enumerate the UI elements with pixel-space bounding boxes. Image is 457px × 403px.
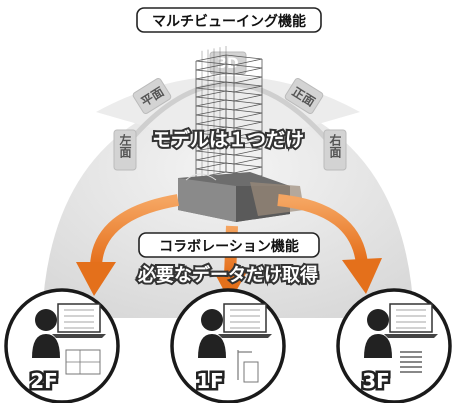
orbit-arc: [122, 81, 336, 150]
laptop-icon: [218, 303, 272, 338]
data-caption: 必要なデータだけ取得: [137, 264, 318, 286]
collab-pill: コラボレーション機能: [138, 232, 320, 258]
person-icon: [32, 309, 60, 358]
laptop-icon: [52, 303, 106, 338]
workstation-2f: 2F: [4, 288, 120, 403]
laptop-icon: [384, 303, 438, 338]
floor-label: 2F: [30, 369, 58, 393]
title-pill: マルチビューイング機能: [136, 7, 322, 33]
view-label-left: 左面: [113, 129, 137, 171]
floor-label: 3F: [362, 369, 390, 393]
arrow-to-3f: [277, 194, 382, 294]
person-icon: [364, 309, 392, 358]
floor-label: 1F: [196, 369, 224, 393]
view-label-right-text: 右面: [328, 133, 342, 159]
workstation-3f: 3F: [336, 288, 452, 403]
arrow-to-2f: [76, 194, 180, 296]
model-caption: モデルは１つだけ: [152, 128, 304, 151]
floor-drawing-icon: [65, 349, 101, 375]
collab-pill-text: コラボレーション機能: [159, 238, 299, 255]
title-pill-text: マルチビューイング機能: [152, 13, 306, 30]
workstation-1f: 1F: [170, 288, 286, 403]
view-label-left-text: 左面: [118, 133, 132, 159]
person-icon: [198, 309, 226, 358]
floor-drawing-icon: [400, 351, 422, 373]
view-label-right: 右面: [323, 129, 347, 171]
floor-drawing-icon: [237, 350, 259, 383]
